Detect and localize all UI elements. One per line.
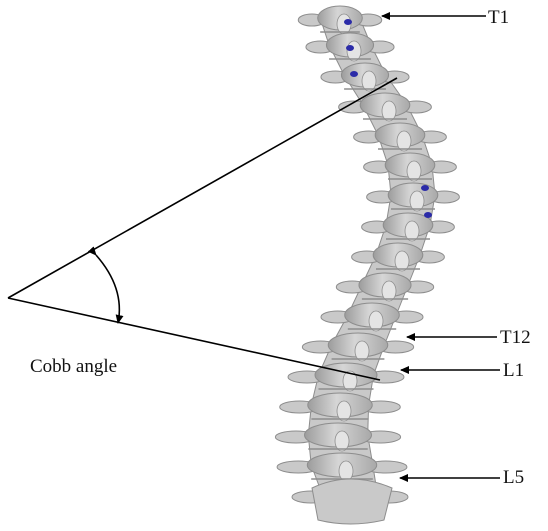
marker-dot [350,71,358,77]
vertebra [354,123,447,151]
marker-dot [344,19,352,25]
upper-endplate-line [8,78,397,298]
vertebra [277,453,407,481]
vertebra [352,243,445,271]
vertebra [362,213,455,241]
vertebra [280,393,401,421]
vertebra [288,363,404,391]
vertebra [275,423,400,451]
label-l1: L1 [503,361,524,380]
sacrum [312,479,392,524]
marker-dot [421,185,429,191]
vertebra [364,153,457,181]
spine-model [275,6,459,524]
vertebra [321,303,423,331]
label-t1: T1 [488,8,509,27]
label-l5: L5 [503,468,524,487]
vertebra [298,6,382,34]
angle-arc-arrow [96,255,119,323]
vertebra [336,273,433,301]
cobb-angle-label: Cobb angle [30,357,117,376]
marker-dot [424,212,432,218]
label-t12: T12 [500,328,531,347]
vertebra [302,333,413,361]
vertebra [339,93,432,121]
vertebra [367,183,460,211]
marker-dot [346,45,354,51]
vertebra [321,63,409,91]
